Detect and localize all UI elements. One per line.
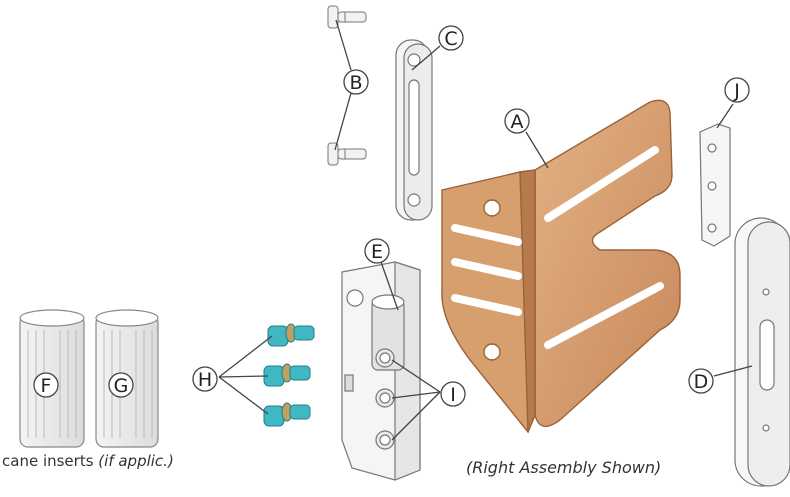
callout-a: A: [504, 108, 530, 134]
callout-h: H: [192, 366, 218, 392]
bolt-h-3: [263, 402, 311, 427]
svg-text:I: I: [450, 384, 456, 406]
svg-text:B: B: [349, 72, 362, 94]
callout-b: B: [343, 69, 369, 95]
svg-text:G: G: [114, 375, 129, 397]
long-plate-d: [734, 217, 790, 487]
clamp-block-e: [341, 261, 421, 481]
cane-inserts-note: (if applic.): [98, 452, 174, 470]
callout-c: C: [438, 25, 464, 51]
assembly-note-caption: (Right Assembly Shown): [466, 458, 662, 477]
cane-inserts-label: cane inserts: [2, 452, 99, 470]
bolt-h-1: [267, 323, 315, 347]
slotted-plate-c: [395, 39, 433, 221]
svg-text:F: F: [41, 375, 52, 397]
cane-inserts-caption: cane inserts (if applic.): [2, 452, 174, 470]
mounting-bracket-a: [441, 99, 681, 434]
svg-text:E: E: [371, 241, 383, 263]
callout-f: F: [33, 372, 59, 398]
screw-b-top: [327, 5, 367, 29]
bolt-h-2: [263, 363, 311, 387]
svg-text:H: H: [198, 369, 212, 391]
callout-i: I: [440, 381, 466, 407]
svg-text:J: J: [733, 80, 740, 102]
svg-text:D: D: [694, 371, 709, 393]
callout-e: E: [364, 238, 390, 264]
callout-g: G: [108, 372, 134, 398]
svg-text:A: A: [511, 111, 524, 133]
svg-text:C: C: [444, 28, 457, 50]
callout-d: D: [688, 368, 714, 394]
leader-lines: [218, 19, 753, 441]
small-plate-j: [699, 123, 731, 247]
screw-b-bottom: [327, 142, 367, 166]
callout-j: J: [724, 77, 750, 103]
